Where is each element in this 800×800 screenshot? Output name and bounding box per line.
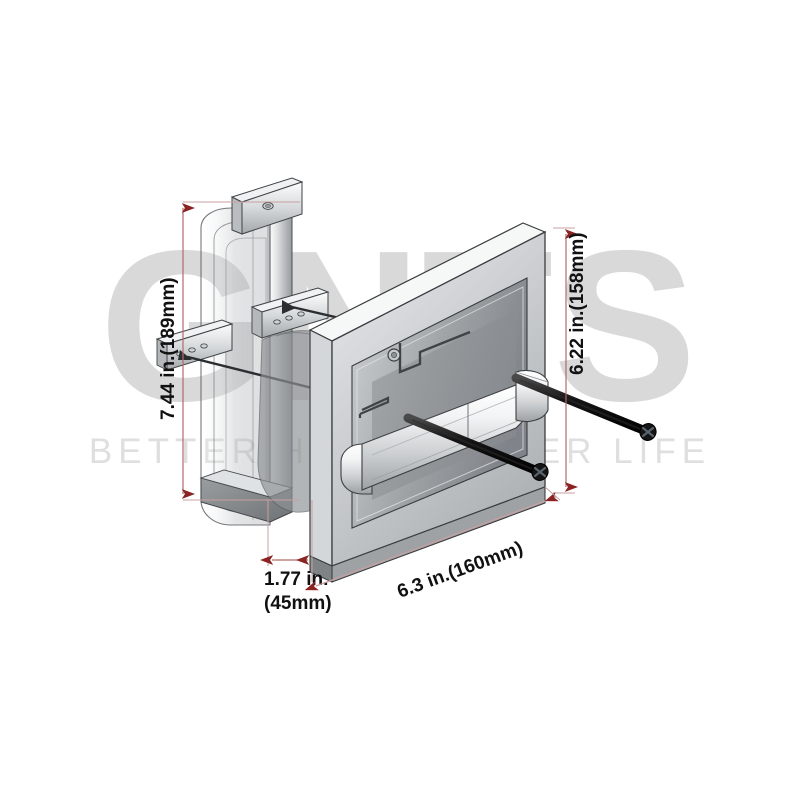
mounting-screw-lower [403,413,549,481]
dimension-height-right: 6.22 in.(158mm) [553,227,588,494]
dimension-label-depth-line1: 1.77 in. [264,569,328,590]
paper-roller-bar [340,369,549,495]
dimension-height-left: 7.44 in.(189mm) [158,201,300,501]
mounting-bracket-right [250,287,402,339]
dimension-label-height-right: 6.22 in.(158mm) [567,232,588,375]
dimension-label-depth-line2: (45mm) [264,593,332,614]
mounting-screw-upper [511,373,657,441]
product-assembly [155,177,657,583]
dimension-label-height-left: 7.44 in.(189mm) [158,277,179,420]
inner-bracket-hooks [358,330,471,418]
mounting-bracket-top [230,177,304,235]
